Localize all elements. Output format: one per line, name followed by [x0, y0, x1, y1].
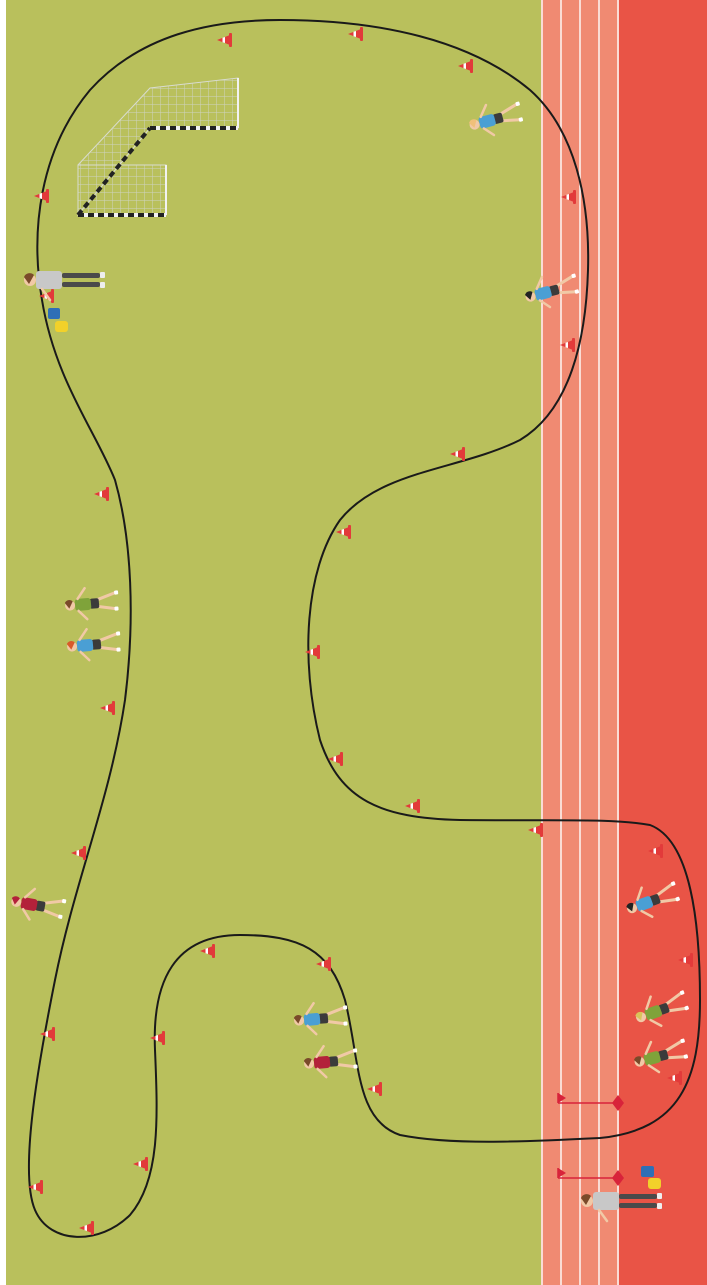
track-outer: [619, 0, 707, 1285]
